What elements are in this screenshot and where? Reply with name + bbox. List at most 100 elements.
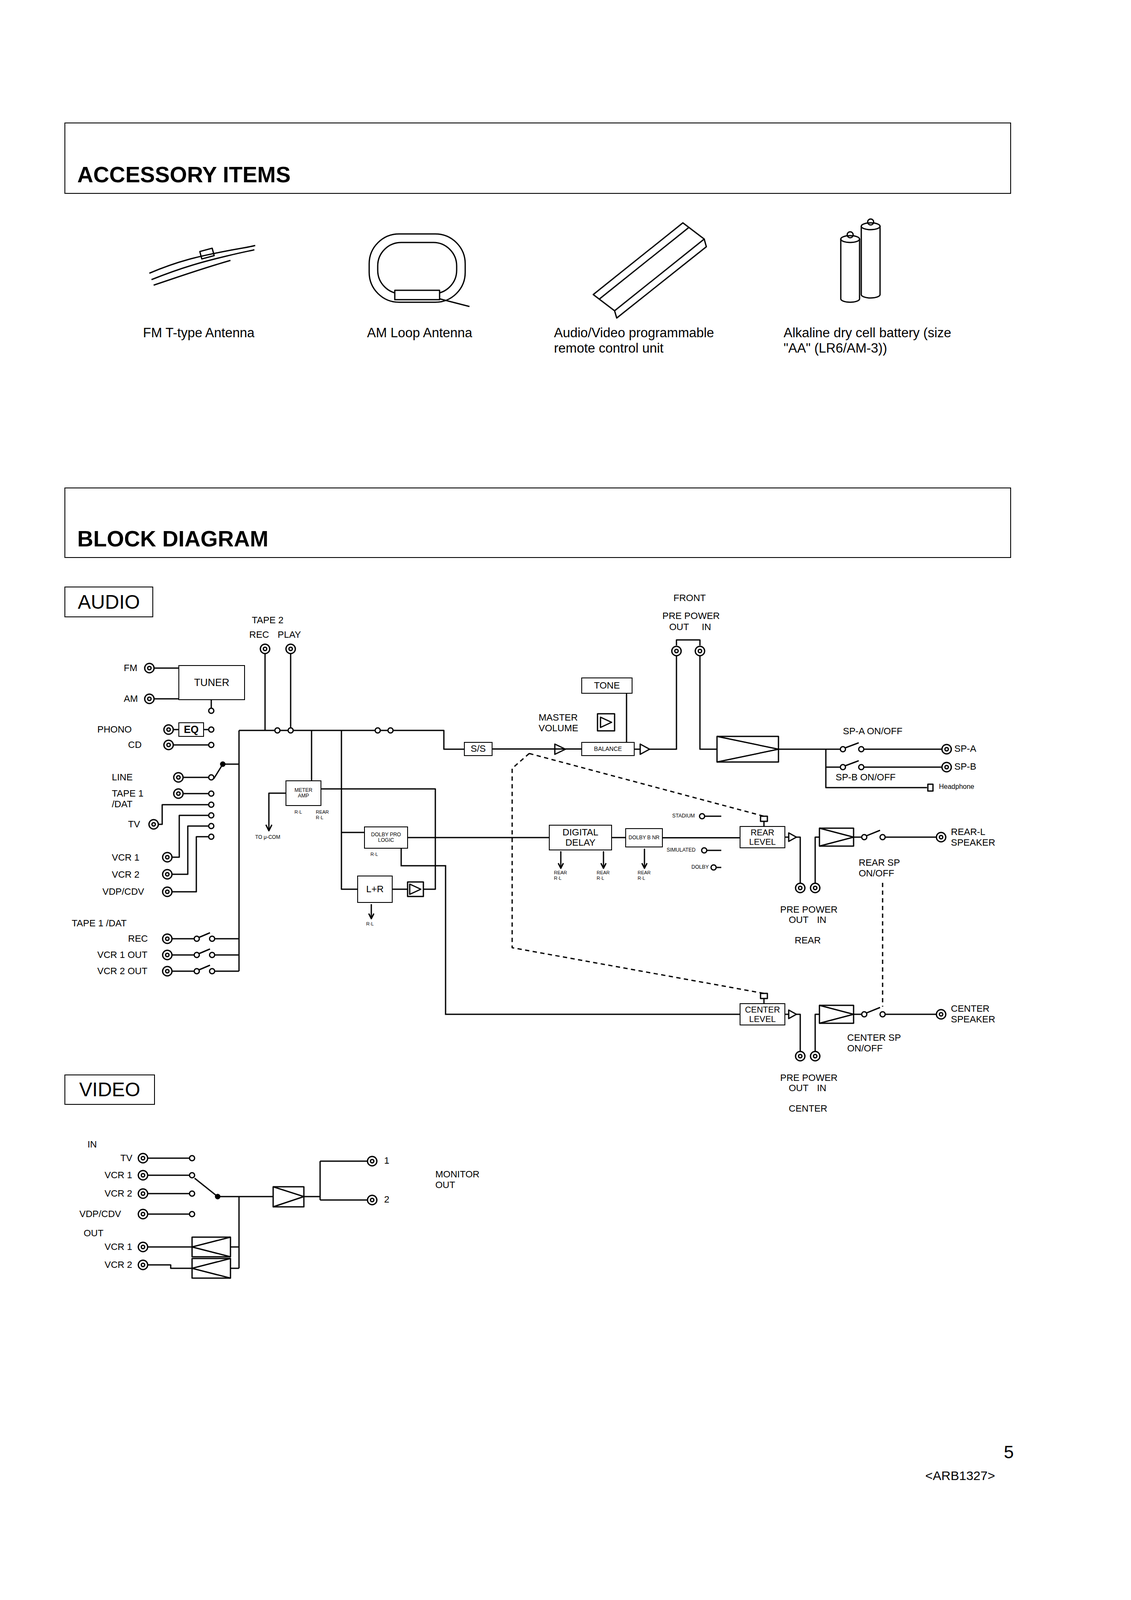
text-label: REC	[128, 932, 148, 944]
text-label: FM	[123, 662, 138, 674]
text-label: SP-A	[954, 743, 977, 754]
signal-line	[662, 836, 740, 839]
am-loop-drawing	[369, 233, 470, 307]
node-text: METER AMP	[288, 787, 319, 799]
text-label: VCR 2	[104, 1259, 133, 1270]
text-label: SP-A ON/OFF	[842, 725, 903, 737]
text-label: SIMULATED	[666, 847, 696, 854]
text-label: REAR SP ON/OFF	[858, 856, 902, 879]
text-label: REAR R·L	[596, 869, 611, 881]
section-band: ACCESSORY ITEMS	[64, 122, 1012, 194]
process-box: DOLBY PRO LOGIC	[364, 826, 409, 849]
contact-symbols	[189, 708, 886, 1217]
section-tag: AUDIO	[64, 586, 154, 618]
text-label: FM T-type Antenna	[142, 325, 255, 341]
signal-line	[626, 693, 628, 742]
text-label: REAR R·L	[553, 869, 568, 881]
text-label: REAR-L SPEAKER	[950, 826, 998, 849]
process-box: REAR LEVEL	[739, 825, 786, 849]
text-label: STADIUM	[672, 813, 695, 820]
text-label: SP-B	[954, 760, 977, 772]
text-label: OUT IN	[669, 621, 712, 633]
node-text: AUDIO	[77, 591, 140, 613]
process-box: DIGITAL DELAY	[548, 824, 613, 851]
process-box: TUNER	[178, 664, 245, 700]
text-label: 5	[1003, 1441, 1014, 1463]
text-label: LINE	[111, 771, 133, 783]
text-label: REAR R·L	[315, 809, 330, 820]
node-text: L+R	[366, 883, 384, 895]
node-text: EQ	[183, 723, 199, 735]
text-label: Audio/Video programmable remote control …	[553, 325, 742, 356]
text-label: TAPE 1 /DAT	[71, 917, 127, 929]
text-label: VCR 1	[104, 1241, 133, 1252]
text-label: TO μ-COM	[255, 834, 281, 841]
text-label: VCR 2	[104, 1187, 133, 1199]
text-label: DOLBY	[691, 864, 709, 871]
signal-line	[401, 848, 740, 1015]
process-box: TONE	[581, 677, 633, 694]
node-text: REAR LEVEL	[742, 827, 783, 847]
gang-dashes	[512, 753, 883, 1007]
text-label: REAR R·L	[637, 869, 652, 881]
node-text: S/S	[470, 743, 486, 754]
text-label: CENTER	[788, 1102, 828, 1114]
text-label: TAPE 2	[251, 614, 284, 626]
text-label: CD	[128, 739, 142, 750]
process-box: L+R	[357, 875, 393, 903]
node-text: ACCESSORY ITEMS	[77, 162, 291, 187]
node-text: CENTER LEVEL	[742, 1004, 783, 1024]
text-label: Alkaline dry cell battery (size "AA" (LR…	[783, 325, 972, 356]
text-label: TV	[120, 1152, 133, 1164]
node-text: TONE	[594, 680, 621, 691]
text-label: TAPE 1 /DAT	[111, 787, 153, 810]
text-label: OUT IN	[788, 914, 827, 925]
text-label: CENTER SPEAKER	[950, 1002, 998, 1025]
text-label: R·L	[366, 921, 374, 927]
text-label: PRE POWER	[780, 903, 838, 915]
video-wiring	[147, 1157, 368, 1278]
process-box: METER AMP	[285, 780, 322, 806]
text-label: VCR 1	[104, 1169, 133, 1181]
process-box: DOLBY B NR	[625, 827, 663, 848]
process-box: BALANCE	[581, 741, 635, 756]
text-label: VCR 1	[111, 851, 140, 863]
text-label: VCR 1 OUT	[97, 949, 148, 960]
node-text: TUNER	[194, 676, 230, 688]
section-tag: VIDEO	[64, 1074, 155, 1105]
text-label: VDP/CDV	[79, 1208, 122, 1219]
text-label: PHONO	[97, 723, 132, 735]
text-label: R·L	[370, 851, 379, 857]
text-label: PRE POWER	[780, 1072, 838, 1083]
node-text: DIGITAL DELAY	[551, 827, 610, 848]
text-label: TV	[128, 818, 140, 830]
process-box: S/S	[463, 741, 493, 756]
text-label: REC PLAY	[249, 629, 301, 640]
section-band: BLOCK DIAGRAM	[64, 487, 1012, 558]
text-label: MONITOR OUT	[435, 1168, 483, 1191]
text-label: CENTER SP ON/OFF	[847, 1031, 903, 1054]
signal-line	[612, 836, 626, 839]
text-label: FRONT	[673, 592, 706, 604]
text-label: AM	[123, 693, 138, 704]
process-box: EQ	[178, 722, 205, 737]
text-label: OUT	[83, 1227, 104, 1239]
signal-line	[408, 836, 549, 839]
node-text: VIDEO	[78, 1078, 140, 1101]
text-label: REAR	[794, 934, 821, 946]
text-label: R·L	[294, 809, 303, 815]
text-label: Headphone	[938, 782, 975, 791]
text-label: <ARB1327>	[925, 1468, 995, 1484]
text-label: 1	[384, 1154, 390, 1166]
text-label: VDP/CDV	[102, 886, 145, 897]
text-label: OUT IN	[788, 1082, 827, 1094]
text-label: 2	[384, 1193, 390, 1205]
node-text: DOLBY PRO LOGIC	[367, 831, 406, 843]
signal-line	[492, 748, 582, 750]
remote-drawing	[593, 222, 707, 318]
process-box: CENTER LEVEL	[739, 1002, 786, 1026]
text-label: VCR 2 OUT	[97, 965, 148, 977]
node-text: DOLBY B NR	[628, 834, 660, 841]
